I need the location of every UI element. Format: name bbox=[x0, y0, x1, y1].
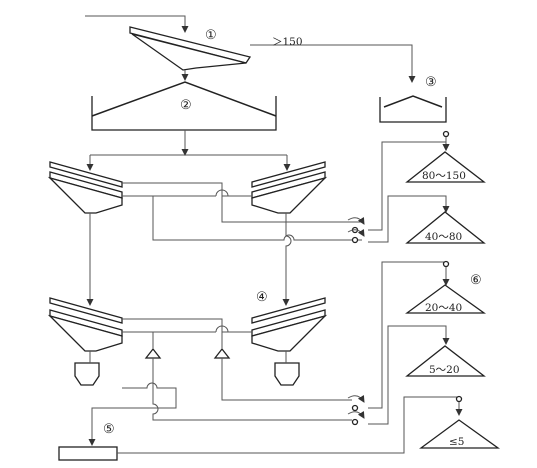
oversize-bin bbox=[379, 95, 447, 123]
switch-node-4 bbox=[351, 418, 359, 426]
stockpile-80-150 bbox=[405, 151, 486, 183]
switch-node-3 bbox=[351, 404, 359, 412]
stockpile-20-40-label: 20～40 bbox=[425, 302, 462, 314]
stockpile-fines-label: ≤5 bbox=[449, 436, 464, 448]
marker-6: ⑥ bbox=[470, 273, 482, 288]
stockpile-40-80-label: 40～80 bbox=[425, 231, 462, 243]
screen-upper-right bbox=[251, 161, 328, 214]
oversize-label: ＞150 bbox=[272, 36, 303, 48]
stockpile-20-40 bbox=[405, 284, 487, 314]
marker-5: ⑤ bbox=[103, 422, 115, 437]
stockpile-80-150-label: 80～150 bbox=[422, 170, 466, 182]
stockpile-5-20 bbox=[405, 345, 486, 377]
pump-right bbox=[213, 347, 231, 359]
marker-2: ② bbox=[180, 98, 192, 113]
screen-upper-left bbox=[47, 161, 123, 214]
screen-lower-left bbox=[47, 297, 123, 352]
switch-node-2 bbox=[351, 236, 359, 244]
screen-lower-right bbox=[251, 297, 328, 352]
fines-bin bbox=[58, 446, 118, 461]
stockpile-5-20-label: 5～20 bbox=[429, 364, 460, 376]
marker-4: ④ bbox=[256, 290, 268, 305]
oversize-line bbox=[250, 44, 416, 83]
distribution-chute bbox=[91, 81, 277, 131]
stockpile-fines bbox=[419, 419, 501, 449]
hopper-right bbox=[274, 362, 300, 386]
primary-screen bbox=[129, 26, 252, 71]
pump-left bbox=[144, 347, 162, 359]
marker-3: ③ bbox=[425, 75, 437, 90]
feed-line bbox=[85, 15, 189, 33]
stockpile-40-80 bbox=[405, 211, 486, 244]
marker-1: ① bbox=[205, 28, 217, 43]
hopper-left bbox=[74, 362, 100, 386]
